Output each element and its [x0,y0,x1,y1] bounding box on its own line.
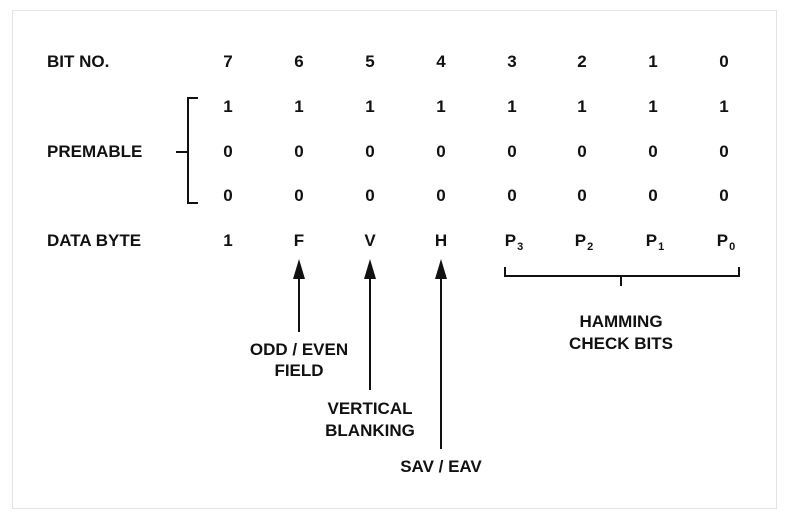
bit-no-label: BIT NO. [47,52,110,71]
premable-bit: 0 [719,186,729,205]
bit-number: 0 [719,52,729,71]
odd-even-label-line1: ODD / EVEN [249,340,349,359]
premable-bit: 0 [365,186,375,205]
premable-bit: 0 [294,186,304,205]
bit-number: 2 [577,52,587,71]
premable-bit: 1 [507,97,517,116]
odd-even-label-line2: FIELD [274,361,324,380]
premable-bit: 0 [577,142,587,161]
premable-bit: 1 [719,97,729,116]
data-bit-p1: P1 [645,231,665,253]
premable-bit: 0 [648,142,658,161]
hamming-label-line1: HAMMING [579,312,663,331]
premable-bit: 0 [577,186,587,205]
vertical-blanking-label-line2: BLANKING [325,421,415,440]
data-bit-v: V [364,231,376,250]
arrow-odd-even-head [293,259,305,279]
premable-bit: 0 [223,186,233,205]
premable-bit: 1 [648,97,658,116]
premable-bit: 0 [507,186,517,205]
hamming-label-line2: CHECK BITS [569,334,673,353]
hamming-brace [504,267,740,277]
premable-bit: 1 [365,97,375,116]
arrow-sav-eav-head [435,259,447,279]
data-bit-p2: P2 [574,231,594,253]
diagram-frame [12,10,777,509]
premable-label: PREMABLE [47,142,143,161]
bit-number: 6 [294,52,304,71]
premable-bit: 0 [507,142,517,161]
arrow-vertical-head [364,259,376,279]
premable-bit: 1 [577,97,587,116]
vertical-blanking-label-line1: VERTICAL [327,399,413,418]
bit-number: 7 [223,52,233,71]
bit-number: 1 [648,52,658,71]
premable-bracket [187,97,198,204]
premable-bit: 1 [436,97,446,116]
premable-bit: 0 [365,142,375,161]
bit-number: 3 [507,52,517,71]
premable-bit: 0 [436,142,446,161]
data-bit-f: F [293,231,305,250]
premable-bit: 1 [294,97,304,116]
data-bit-p3: P3 [504,231,524,253]
bit-number: 4 [436,52,446,71]
sav-eav-label: SAV / EAV [400,457,482,476]
data-bit-h: H [434,231,448,250]
bit-number: 5 [365,52,375,71]
data-bit-7: 1 [223,231,233,250]
data-byte-label: DATA BYTE [47,231,142,250]
premable-bit: 0 [436,186,446,205]
data-bit-p0: P0 [716,231,736,253]
premable-bit: 1 [223,97,233,116]
premable-bit: 0 [719,142,729,161]
premable-bit: 0 [648,186,658,205]
premable-bit: 0 [294,142,304,161]
premable-bit: 0 [223,142,233,161]
